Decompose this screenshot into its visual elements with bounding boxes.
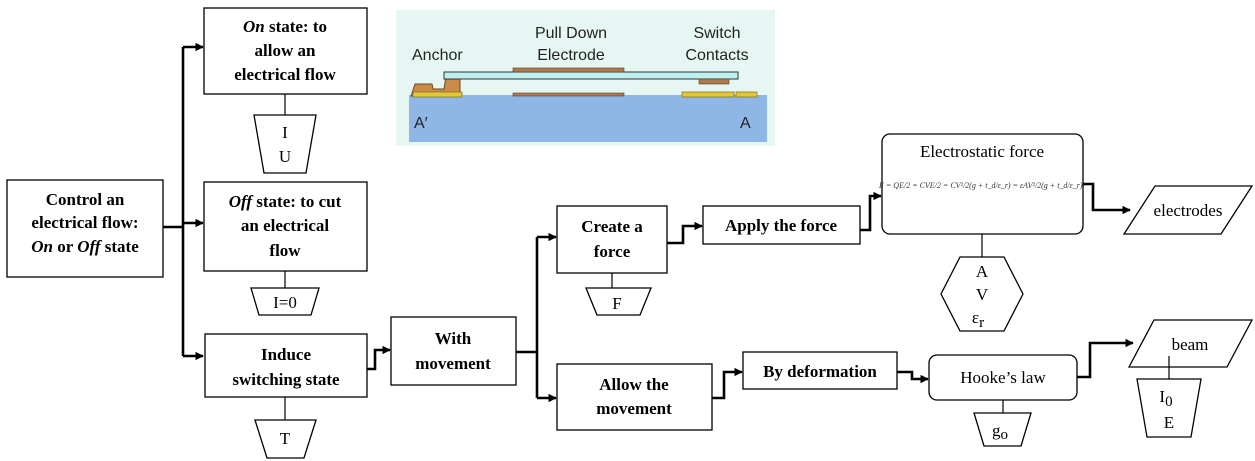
edge-hooke-to-beam [1077, 338, 1134, 379]
node-electrostatic-formula: F = QE/2 = CVE/2 = CV²/2(g + t_d/ε_r) = … [878, 181, 1086, 190]
node-with-movement-line1: With [435, 329, 472, 348]
node-induce-param: T [280, 429, 291, 448]
section-right-label: A [740, 115, 751, 132]
node-on-state: On state: to allow an electrical flow I … [203, 7, 368, 174]
node-create-force-box [556, 205, 668, 274]
node-induce-switching: Induce switching state T [204, 333, 368, 459]
node-off-state: Off state: to cut an electrical flow I=0 [203, 181, 368, 316]
node-apply-force: Apply the force [702, 205, 861, 245]
contacts-label-line2: Contacts [685, 47, 748, 64]
node-allow-movement-line2: movement [596, 399, 672, 418]
edge-allow-to-deformation [712, 367, 743, 400]
node-allow-movement-box [556, 363, 713, 431]
contact-tip [698, 78, 730, 85]
node-allow-movement: Allow the movement [556, 363, 713, 431]
node-control-flow-line1: Control an [46, 190, 125, 209]
anchor-pad [412, 91, 463, 98]
node-electrostatic-force: Electrostatic force F = QE/2 = CVE/2 = C… [878, 133, 1086, 332]
switch-contact-right [735, 91, 758, 98]
node-electrostatic-param-1: A [976, 262, 989, 281]
node-off-state-line1: Off state: to cut [229, 192, 342, 211]
edge-apply-to-electrostatic [860, 191, 882, 232]
node-control-flow-line3: On or Off state [31, 237, 139, 256]
node-create-force: Create a force F [556, 205, 668, 316]
node-beam-box [1127, 319, 1254, 368]
node-create-force-line1: Create a [581, 217, 643, 236]
node-create-force-line2: force [594, 242, 631, 261]
node-hookes-law-label: Hooke’s law [960, 368, 1046, 387]
node-with-movement-line2: movement [415, 354, 491, 373]
node-control-flow-box [6, 179, 164, 278]
node-on-state-param-2: U [279, 147, 291, 166]
node-beam-param-1: I0 [1159, 387, 1172, 410]
section-left-label: A′ [414, 115, 428, 132]
node-on-state-param-box [253, 114, 317, 174]
node-with-movement: With movement [390, 316, 517, 386]
edge-create-to-apply [667, 221, 703, 245]
node-by-deformation-label: By deformation [763, 362, 877, 381]
cantilever-beam [443, 71, 739, 80]
contacts-label-line1: Switch [693, 25, 740, 42]
node-electrostatic-title: Electrostatic force [920, 142, 1044, 161]
top-electrode [512, 67, 625, 73]
node-on-state-line3: electrical flow [234, 65, 336, 84]
node-electrostatic-param-2: V [976, 285, 989, 304]
node-apply-force-box [702, 205, 861, 245]
node-beam: beam I0 E [1127, 319, 1254, 438]
node-on-state-box [203, 7, 368, 95]
node-electrodes-label: electrodes [1154, 201, 1223, 220]
electrode-label-line1: Pull Down [535, 25, 607, 42]
node-create-force-param: F [612, 294, 621, 313]
node-allow-movement-line1: Allow the [599, 375, 669, 394]
node-control-flow-line2: electrical flow: [31, 213, 138, 232]
node-create-force-param-box [585, 287, 652, 316]
node-beam-label: beam [1172, 335, 1209, 354]
node-apply-force-label: Apply the force [725, 216, 838, 235]
node-off-state-param: I=0 [273, 293, 297, 312]
edge-electrostatic-to-electrodes [1083, 182, 1131, 215]
node-beam-param-box [1136, 378, 1202, 438]
edge-deformation-to-hooke [897, 370, 929, 384]
bottom-electrode [512, 92, 625, 97]
node-hookes-law: Hooke’s law go [928, 354, 1078, 447]
node-electrostatic-param-box [940, 256, 1024, 332]
node-induce-param-box [254, 419, 317, 459]
node-off-state-line2: an electrical [241, 216, 330, 235]
node-off-state-param-box [250, 287, 320, 316]
node-on-state-line1: On state: to [243, 17, 327, 36]
node-beam-param-2: E [1164, 413, 1174, 432]
node-by-deformation-box [742, 351, 898, 390]
node-electrodes-box [1122, 185, 1254, 235]
switch-contact-left [681, 91, 735, 98]
node-hookes-law-param: go [992, 421, 1008, 443]
node-off-state-line3: flow [269, 241, 301, 260]
node-hookes-law-param-box [973, 412, 1032, 447]
node-electrodes: electrodes [1122, 185, 1254, 235]
node-off-state-box [203, 181, 368, 272]
substrate [409, 95, 767, 142]
connectors [163, 42, 1134, 403]
node-electrostatic-param-3: εr [972, 308, 984, 331]
anchor-label: Anchor [412, 47, 463, 64]
anchor-shape [410, 75, 461, 97]
node-on-state-param-1: I [282, 123, 288, 142]
rf-mems-switch-schematic: Anchor Pull Down Electrode Switch Contac… [396, 10, 775, 146]
edge-induce-to-movement [367, 345, 391, 371]
node-induce-switching-box [204, 333, 368, 398]
node-control-flow: Control an electrical flow: On or Off st… [6, 179, 164, 278]
node-by-deformation: By deformation [742, 351, 898, 390]
node-with-movement-box [390, 316, 517, 386]
electrode-label-line2: Electrode [537, 47, 605, 64]
node-on-state-line2: allow an [255, 41, 316, 60]
node-induce-switching-line1: Induce [261, 345, 312, 364]
node-induce-switching-line2: switching state [232, 370, 340, 389]
